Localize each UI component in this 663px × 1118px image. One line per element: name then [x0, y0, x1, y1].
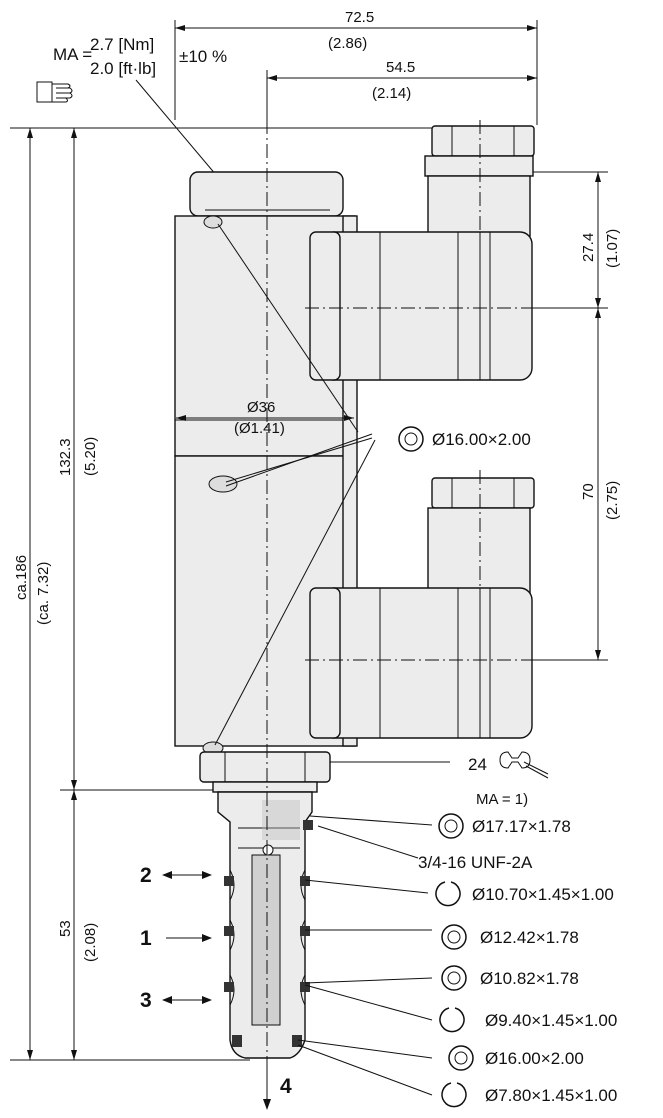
port-label: 3	[140, 989, 152, 1012]
coil-offset-mm: 54.5	[386, 59, 415, 76]
body-diameter-mm: Ø36	[247, 399, 275, 416]
wrench-torque-note: MA = 1)	[476, 791, 528, 808]
port-label: 4	[280, 1075, 292, 1098]
seal-callout-body: Ø16.00×2.00	[398, 426, 531, 452]
torque-note: MA = 2.7 [Nm] 2.0 [ft·lb] ±10 %	[36, 35, 227, 186]
seal-label: Ø12.42×1.78	[480, 928, 579, 947]
port-label: 1	[140, 927, 152, 950]
port-3: 3	[140, 989, 212, 1012]
connector-offset-mm: 27.4	[580, 233, 597, 262]
height-dimensions: ca.186 (ca. 7.32) 132.3 (5.20) 53 (2.08)	[10, 127, 440, 1061]
total-height-in: (ca. 7.32)	[35, 562, 52, 625]
hand-icon	[36, 81, 73, 103]
overall-width-in: (2.86)	[328, 35, 367, 52]
seal-label: Ø10.70×1.45×1.00	[472, 885, 614, 904]
wrench-icon	[499, 751, 549, 779]
port-label: 2	[140, 864, 152, 887]
leader-lines	[214, 223, 450, 1096]
body-diameter-in: (Ø1.41)	[234, 420, 285, 437]
wrench-size: 24	[468, 755, 487, 774]
thread-label: 3/4-16 UNF-2A	[418, 853, 533, 872]
seal-label: Ø17.17×1.78	[472, 817, 571, 836]
o-ring-icon	[441, 924, 467, 950]
o-ring-icon	[438, 813, 464, 839]
seal-callout: Ø16.00×2.00	[448, 1045, 584, 1071]
o-ring-icon	[448, 1045, 474, 1071]
coil-offset-in: (2.14)	[372, 85, 411, 102]
coil-spacing-in: (2.75)	[604, 481, 621, 520]
port-1: 1	[140, 927, 212, 950]
width-dimensions: 72.5 (2.86) 54.5 (2.14)	[174, 9, 538, 125]
cartridge-height-mm: 53	[57, 920, 74, 937]
body-height-in: (5.20)	[82, 437, 99, 476]
cartridge-height-in: (2.08)	[82, 923, 99, 962]
seal-label: Ø16.00×2.00	[485, 1049, 584, 1068]
overall-width-mm: 72.5	[345, 9, 374, 26]
seal-callout: Ø9.40×1.45×1.00	[439, 1007, 617, 1033]
seal-label: Ø16.00×2.00	[432, 430, 531, 449]
connector-offset-in: (1.07)	[604, 229, 621, 268]
torque-value-nm: 2.7 [Nm]	[90, 35, 154, 54]
right-dimensions: 27.4 (1.07) 70 (2.75)	[530, 171, 621, 661]
seal-label: Ø10.82×1.78	[480, 969, 579, 988]
port-2: 2	[140, 864, 212, 887]
body-height-mm: 132.3	[57, 438, 74, 476]
backup-ring-icon	[439, 1007, 465, 1033]
o-ring-icon	[441, 965, 467, 991]
seal-callout: Ø17.17×1.78	[438, 813, 571, 839]
backup-ring-icon	[435, 881, 461, 907]
o-ring-icon	[398, 426, 424, 452]
valve-body: Ø36 (Ø1.41)	[174, 120, 560, 1059]
seal-callout: Ø7.80×1.45×1.00	[441, 1082, 617, 1108]
seal-callout: Ø10.82×1.78	[441, 965, 579, 991]
wrench-note: 24 MA = 1)	[468, 751, 549, 808]
seal-callout: Ø10.70×1.45×1.00	[435, 881, 614, 907]
torque-tolerance: ±10 %	[179, 47, 227, 66]
seal-callout: Ø12.42×1.78	[441, 924, 579, 950]
backup-ring-icon	[441, 1082, 467, 1108]
total-height-mm: ca.186	[13, 555, 30, 600]
torque-symbol: MA =	[53, 45, 92, 64]
torque-value-ftlb: 2.0 [ft·lb]	[90, 59, 156, 78]
seal-label: Ø7.80×1.45×1.00	[485, 1086, 617, 1105]
port-4: 4	[263, 1062, 292, 1110]
coil-spacing-mm: 70	[580, 483, 597, 500]
seal-label: Ø9.40×1.45×1.00	[485, 1011, 617, 1030]
